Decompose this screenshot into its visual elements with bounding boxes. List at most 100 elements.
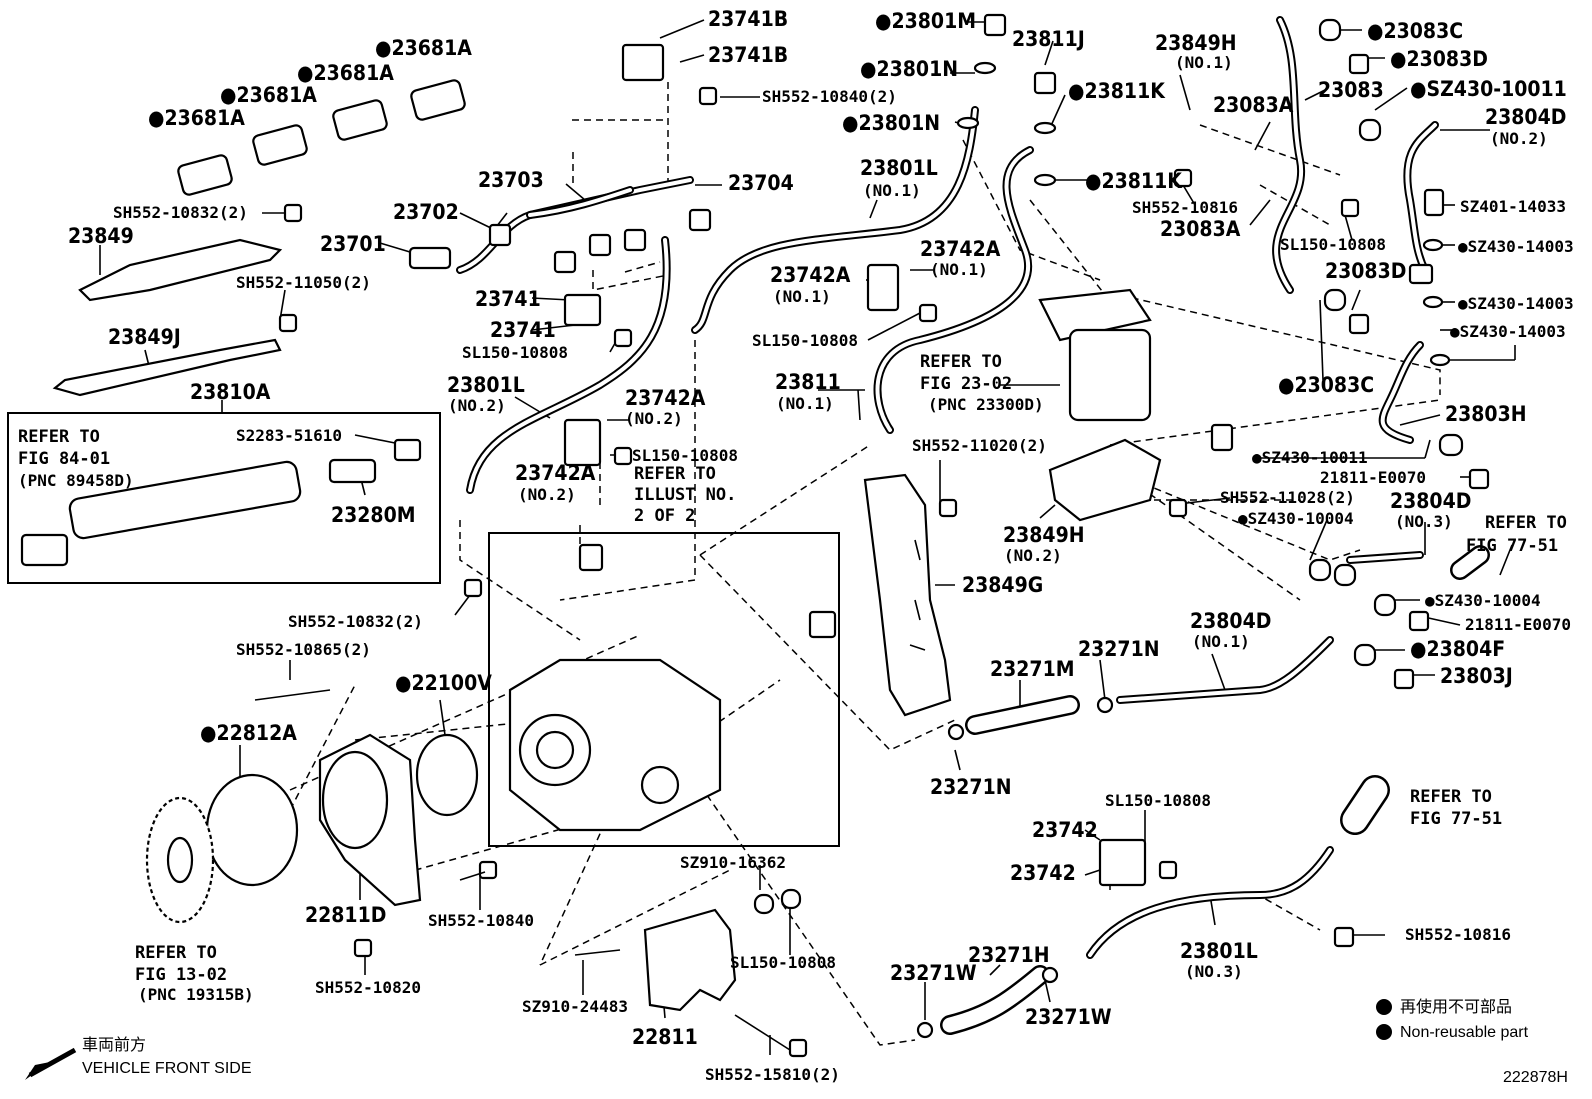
label-23742A-1: 23742A bbox=[920, 237, 1001, 261]
label-23681A-2: ●23681A bbox=[220, 83, 317, 107]
label-23810A: 23810A bbox=[190, 380, 271, 404]
leader-lines bbox=[99, 19, 1516, 1055]
label-SH552-10840-2: SH552-10840(2) bbox=[762, 87, 897, 106]
front-arrow-shaft bbox=[28, 1047, 77, 1078]
clamp-23741B bbox=[621, 43, 665, 82]
label-23741B-b: 23741B bbox=[708, 43, 788, 67]
label-23811K-b: ●23811K bbox=[1085, 169, 1183, 193]
label-23849H-2: 23849H bbox=[1003, 523, 1085, 547]
label-23741-a: 23741 bbox=[475, 287, 541, 311]
plug-23681A-2 bbox=[252, 124, 308, 166]
label-23801L-2-sub: (NO.2) bbox=[448, 396, 506, 415]
fuel-rail-23810A bbox=[20, 438, 422, 567]
bracket-23849H bbox=[1048, 438, 1162, 522]
label-23849H-2-sub: (NO.2) bbox=[1004, 546, 1062, 565]
bracket-22811 bbox=[643, 908, 737, 1012]
o-ring-22100V bbox=[415, 733, 479, 817]
bracket-23849 bbox=[78, 238, 283, 302]
label-23801L-3: 23801L bbox=[1180, 939, 1258, 963]
label-23742A-4: 23742A bbox=[515, 461, 596, 485]
label-SH552-11028-2: SH552-11028(2) bbox=[1220, 488, 1355, 507]
label-23681A-1: ●23681A bbox=[148, 106, 245, 130]
pump-detail-box bbox=[488, 532, 840, 847]
label-SH552-10820: SH552-10820 bbox=[315, 978, 421, 997]
ref-23-02-line3: (PNC 23300D) bbox=[928, 395, 1044, 414]
label-23280M: 23280M bbox=[331, 503, 416, 527]
label-23083: 23083 bbox=[1318, 78, 1384, 102]
rail-detail-box bbox=[7, 412, 441, 584]
label-SZ910-16362: SZ910-16362 bbox=[680, 853, 786, 872]
label-22811: 22811 bbox=[632, 1025, 698, 1049]
label-SH552-10816-a: SH552-10816 bbox=[1132, 198, 1238, 217]
front-label-jp: 車両前方 bbox=[82, 1036, 146, 1054]
ref-illust-line2: ILLUST NO. bbox=[634, 485, 736, 505]
clamp-23741 bbox=[563, 293, 602, 327]
label-SH552-10840: SH552-10840 bbox=[428, 911, 534, 930]
legend-bullet-jp bbox=[1376, 999, 1392, 1015]
legend-text-jp: 再使用不可部品 bbox=[1400, 998, 1512, 1016]
label-23849H-1-sub: (NO.1) bbox=[1175, 53, 1233, 72]
label-23849G: 23849G bbox=[962, 573, 1043, 597]
label-23083D-b: 23083D bbox=[1325, 259, 1406, 283]
label-SZ910-24483: SZ910-24483 bbox=[522, 997, 628, 1016]
label-23681A-4: ●23681A bbox=[375, 36, 472, 60]
bracket-23849G bbox=[863, 473, 952, 717]
label-23803J: 23803J bbox=[1440, 664, 1513, 688]
label-23801L-3-sub: (NO.3) bbox=[1185, 962, 1243, 981]
label-SH552-10832-2a: SH552-10832(2) bbox=[113, 203, 248, 222]
label-23801L-2: 23801L bbox=[447, 373, 525, 397]
label-23271M: 23271M bbox=[990, 657, 1075, 681]
legend-bullet-en bbox=[1376, 1024, 1392, 1040]
part-labels: 23741B 23741B ●23801M 23811J 23849H (NO.… bbox=[18, 7, 1574, 1084]
label-23701: 23701 bbox=[320, 232, 386, 256]
clamp-23742A-1 bbox=[866, 263, 900, 312]
label-SH552-10816-b: SH552-10816 bbox=[1405, 925, 1511, 944]
gear-sprocket bbox=[145, 796, 215, 924]
label-22811D: 22811D bbox=[305, 903, 386, 927]
guide-lines bbox=[289, 82, 1441, 1046]
label-23083D-a: ●23083D bbox=[1390, 47, 1488, 71]
label-SL150-10808-d: SL150-10808 bbox=[632, 446, 738, 465]
label-SH552-10832-2b: SH552-10832(2) bbox=[288, 612, 423, 631]
label-23083A-a: 23083A bbox=[1213, 93, 1294, 117]
label-23849J: 23849J bbox=[108, 325, 181, 349]
ref-84-01-line1: REFER TO bbox=[18, 427, 100, 447]
ref-23-02-line1: REFER TO bbox=[920, 352, 1002, 372]
plate-22811D-hole bbox=[321, 750, 389, 850]
label-23803H: 23803H bbox=[1445, 402, 1527, 426]
label-23804D-1: 23804D bbox=[1190, 609, 1271, 633]
label-23271W-b: 23271W bbox=[1025, 1005, 1112, 1029]
label-SZ430-10011-a: ●SZ430-10011 bbox=[1410, 77, 1567, 101]
label-SL150-10808-a: SL150-10808 bbox=[1280, 235, 1386, 254]
label-23703: 23703 bbox=[478, 168, 544, 192]
label-23849H-1: 23849H bbox=[1155, 31, 1237, 55]
clamp-23742A-2 bbox=[563, 418, 602, 467]
label-SZ430-14003-b: ●SZ430-14003 bbox=[1458, 294, 1574, 313]
plug-23681A-3 bbox=[332, 99, 388, 141]
ref-77-51a-line1: REFER TO bbox=[1485, 513, 1567, 533]
label-SZ430-10004-a: ●SZ430-10004 bbox=[1238, 509, 1354, 528]
pipes bbox=[456, 16, 1439, 959]
label-23271N-a: 23271N bbox=[1078, 637, 1160, 661]
label-SZ430-10011-b: ●SZ430-10011 bbox=[1252, 448, 1368, 467]
label-23742A-2: 23742A bbox=[770, 263, 851, 287]
label-SL150-10808-c: SL150-10808 bbox=[462, 343, 568, 362]
injection-pipes bbox=[408, 208, 712, 274]
legend-text-en: Non-reusable part bbox=[1400, 1024, 1529, 1041]
label-23741B-a: 23741B bbox=[708, 7, 788, 31]
ref-13-02-line3: (PNC 19315B) bbox=[138, 985, 254, 1004]
fasteners bbox=[254, 13, 1490, 1058]
o-ring-22812A bbox=[205, 773, 299, 887]
label-SH552-10865-2: SH552-10865(2) bbox=[236, 640, 371, 659]
ref-illust-line3: 2 OF 2 bbox=[634, 506, 695, 526]
label-SZ401-14033: SZ401-14033 bbox=[1460, 197, 1566, 216]
ref-13-02-line1: REFER TO bbox=[135, 943, 217, 963]
label-SH552-15810-2: SH552-15810(2) bbox=[705, 1065, 840, 1084]
label-23742A-2-sub: (NO.1) bbox=[773, 287, 831, 306]
label-23083C-a: ●23083C bbox=[1367, 19, 1463, 43]
label-S2283-51610: S2283-51610 bbox=[236, 426, 342, 445]
label-22812A: ●22812A bbox=[200, 721, 297, 745]
plug-23681A-1 bbox=[177, 154, 233, 196]
label-SZ430-14003-c: ●SZ430-14003 bbox=[1450, 322, 1566, 341]
